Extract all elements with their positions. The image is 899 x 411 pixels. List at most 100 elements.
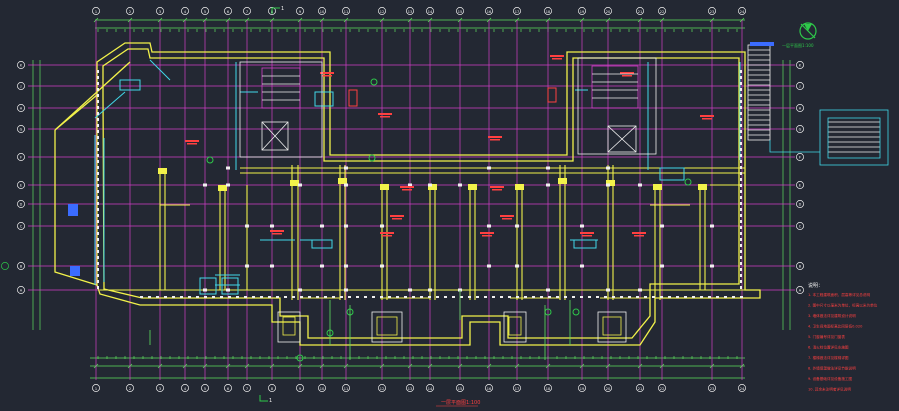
room-label-mark <box>320 72 334 74</box>
room-label-mark <box>492 189 502 191</box>
axis-bubble-bottom <box>456 384 464 392</box>
room-label-mark <box>185 140 199 142</box>
axis-bubble-top <box>658 7 666 15</box>
axis-bubble-label: H <box>799 107 802 111</box>
axis-bubble-label: 5 <box>204 387 206 391</box>
wall-hatch <box>740 208 742 211</box>
wall-hatch <box>596 296 599 298</box>
column-marker <box>226 166 230 170</box>
fixture-outline <box>221 277 239 295</box>
axis-bubble-label: 6 <box>227 10 229 14</box>
column-marker <box>710 224 714 228</box>
wall-hatch <box>740 244 742 247</box>
column-marker <box>408 183 412 187</box>
axis-bubble-left <box>17 200 25 208</box>
wall-hatch <box>364 296 367 298</box>
axis-bubble-label: E <box>20 184 22 188</box>
wall-hatch <box>740 286 742 289</box>
axis-bubble-label: D <box>20 203 23 207</box>
wall-hatch <box>740 184 742 187</box>
wall-hatch <box>684 296 687 298</box>
wall-hatch <box>97 268 99 271</box>
axis-bubble-bottom <box>156 384 164 392</box>
fixture-outline <box>314 91 334 107</box>
axis-bubble-label: 23 <box>710 387 714 391</box>
wall-hatch <box>740 106 742 109</box>
axis-bubble-label: 19 <box>580 10 584 14</box>
room-label-mark <box>582 235 592 237</box>
wall-hatch <box>740 178 742 181</box>
column-block <box>290 180 299 186</box>
wall-hatch <box>476 296 479 298</box>
wall-hatch <box>740 226 742 229</box>
wall-hatch <box>740 214 742 217</box>
protrusion-inner <box>376 316 398 336</box>
stair-note: —层平面图1:100 <box>782 42 814 48</box>
wall-hatch <box>156 296 159 298</box>
wall-hatch <box>740 70 742 73</box>
axis-bubble-bottom <box>708 384 716 392</box>
axis-bubble-label: J <box>798 85 800 89</box>
wall-hatch <box>556 296 559 298</box>
axis-bubble-bottom <box>426 384 434 392</box>
axis-bubble-label: 13 <box>408 10 412 14</box>
axis-bubble-label: 2 <box>129 10 131 14</box>
stair-core-left <box>239 61 323 158</box>
wall-hatch <box>97 70 99 73</box>
column-marker <box>428 183 432 187</box>
column-marker <box>546 288 550 292</box>
room-label-mark <box>480 232 494 234</box>
wall-hatch <box>636 296 639 298</box>
column-marker <box>458 183 462 187</box>
wall-hatch <box>97 226 99 229</box>
axis-bubble-right <box>796 200 804 208</box>
axis-bubble-bottom <box>738 384 746 392</box>
room-label-mark <box>270 230 284 232</box>
wall-hatch <box>97 94 99 97</box>
axis-bubble-label: 15 <box>458 387 462 391</box>
axis-bubble-top <box>318 7 326 15</box>
wall-hatch <box>580 296 583 298</box>
wall-hatch <box>188 296 191 298</box>
column-marker <box>546 166 550 170</box>
axis-bubble-top <box>126 7 134 15</box>
wall-hatch <box>97 202 99 205</box>
axis-bubble-top <box>201 7 209 15</box>
axis-bubble-label: A <box>799 289 802 293</box>
wall-hatch <box>740 130 742 133</box>
axis-bubble-bottom <box>342 384 350 392</box>
wall-hatch <box>316 296 319 298</box>
axis-bubble-top <box>296 7 304 15</box>
wall-hatch <box>97 232 99 235</box>
notes-heading: 说明： <box>808 282 823 289</box>
axis-bubble-label: K <box>20 64 23 68</box>
axis-bubble-label: G <box>20 128 23 132</box>
wall-hatch <box>740 280 742 283</box>
column-marker <box>226 288 230 292</box>
stair-core-right <box>577 57 657 155</box>
axis-bubble-right <box>796 61 804 69</box>
axis-bubble-label: 1 <box>95 10 97 14</box>
wall-hatch <box>740 274 742 277</box>
axis-bubble-top <box>544 7 552 15</box>
axis-bubble-top <box>485 7 493 15</box>
column-marker <box>515 264 519 268</box>
axis-bubble-label: 14 <box>428 387 433 391</box>
column-marker <box>344 288 348 292</box>
wall-hatch <box>700 296 703 298</box>
note-line: 6. 消火栓位置详见水施图 <box>808 345 849 350</box>
fixture-outline <box>311 239 333 249</box>
column-marker <box>408 288 412 292</box>
wall-hatch <box>97 76 99 79</box>
axis-bubble-label: 21 <box>638 387 642 391</box>
wall-hatch <box>620 296 623 298</box>
room-label-mark <box>702 118 712 120</box>
wall-hatch <box>484 296 487 298</box>
wall-hatch <box>97 274 99 277</box>
room-label-mark <box>400 186 414 188</box>
axis-bubble-extra <box>1 262 9 270</box>
room-label-mark <box>378 113 392 115</box>
axis-bubble-label: 2 <box>129 387 131 391</box>
column-marker <box>203 288 207 292</box>
wall-hatch <box>97 136 99 139</box>
